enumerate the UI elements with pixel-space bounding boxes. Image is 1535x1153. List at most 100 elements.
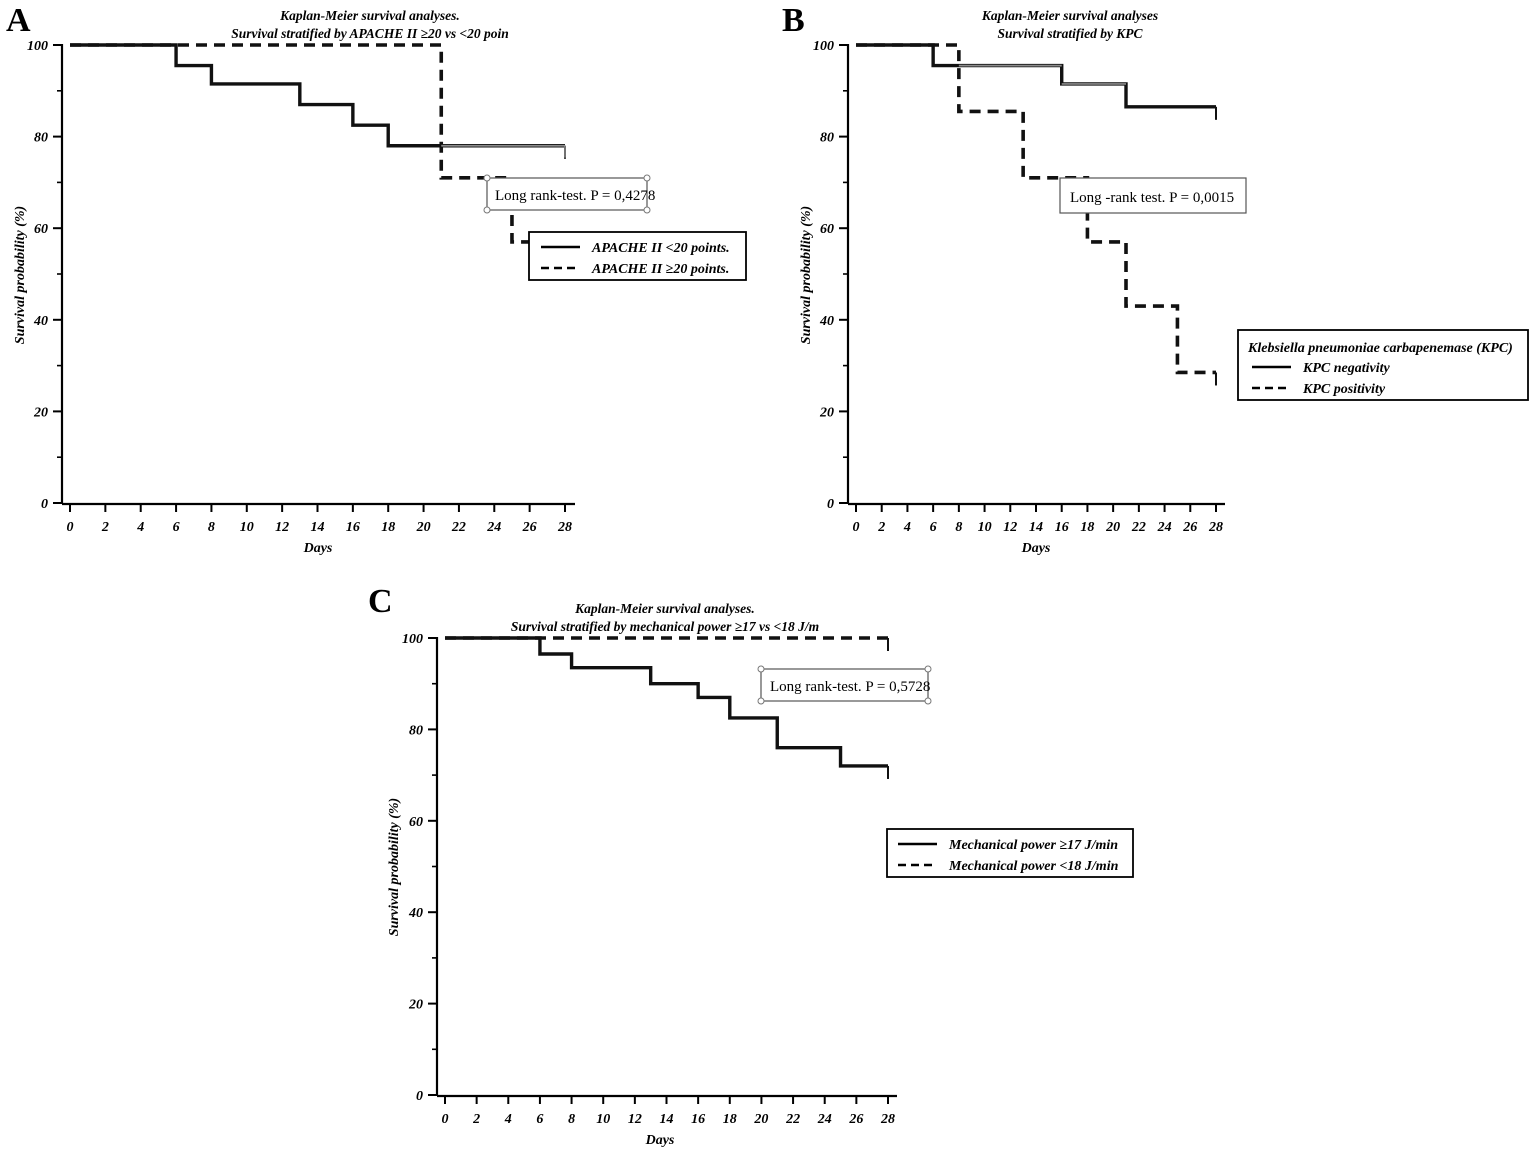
y-tick-label: 60 (34, 222, 48, 237)
legend-b-item-1-label: KPC positivity (1302, 382, 1386, 397)
y-axis-label-b: Survival probability (%) (799, 206, 814, 344)
y-tick-label: 40 (819, 314, 834, 329)
x-tick-label: 2 (877, 520, 885, 535)
x-tick-label: 12 (1003, 520, 1017, 535)
chart-a: Kaplan-Meier survival analyses. Survival… (13, 8, 747, 556)
x-tick-label: 28 (1208, 520, 1223, 535)
y-tick-label: 40 (33, 314, 48, 329)
x-tick-label: 18 (381, 520, 395, 535)
x-tick-label: 28 (557, 520, 572, 535)
panel-letter-c: C (368, 583, 393, 620)
curves-a (70, 43, 566, 255)
x-tick-label: 10 (978, 520, 992, 535)
y-tick-label: 100 (813, 39, 834, 54)
annotation-text-a: Long rank-test. P = 0,4278 (495, 188, 655, 204)
panel-letter-b: B (782, 2, 805, 39)
y-tick-label: 20 (819, 405, 834, 420)
x-tick-label: 0 (67, 520, 74, 535)
x-tick-label: 26 (522, 520, 537, 535)
x-tick-label: 16 (691, 1112, 705, 1127)
x-tick-label: 4 (504, 1112, 512, 1127)
axes-c (435, 637, 897, 1098)
legend-b-title: Klebsiella pneumoniae carbapenemase (KPC… (1247, 341, 1513, 356)
x-tick-label: 18 (723, 1112, 737, 1127)
x-tick-label: 22 (785, 1112, 800, 1127)
legend-c-item-1-label: Mechanical power <18 J/min (948, 859, 1119, 874)
panel-a: A Kaplan-Meier survival analyses. Surviv… (0, 0, 770, 565)
chart-a-title-line1: Kaplan-Meier survival analyses. (279, 8, 460, 23)
x-tick-label: 20 (1105, 520, 1120, 535)
x-tick-label: 10 (596, 1112, 610, 1127)
x-tick-label: 4 (136, 520, 144, 535)
x-tick-label: 18 (1080, 520, 1094, 535)
annotation-b: Long -rank test. P = 0,0015 (1059, 177, 1247, 214)
y-tick-label: 100 (27, 39, 48, 54)
y-tick-label: 0 (416, 1089, 423, 1104)
legend-c: Mechanical power ≥17 J/min Mechanical po… (886, 828, 1134, 878)
legend-c-item-0-label: Mechanical power ≥17 J/min (948, 838, 1118, 853)
x-tick-label: 26 (848, 1112, 863, 1127)
x-axis-label-a: Days (303, 541, 333, 556)
curve-c-series-0 (445, 636, 888, 768)
curve-a-series-0 (70, 43, 565, 148)
annotation-text-c: Long rank-test. P = 0,5728 (770, 679, 930, 695)
x-tick-label: 8 (955, 520, 962, 535)
y-tick-label: 0 (41, 497, 48, 512)
x-tick-label: 12 (275, 520, 289, 535)
x-tick-label: 6 (173, 520, 180, 535)
legend-b: Klebsiella pneumoniae carbapenemase (KPC… (1237, 329, 1529, 401)
x-tick-label: 24 (1157, 520, 1172, 535)
x-tick-label: 16 (346, 520, 360, 535)
x-tick-label: 20 (753, 1112, 768, 1127)
curves-b (856, 43, 1217, 386)
legend-b-item-0-label: KPC negativity (1302, 361, 1391, 376)
x-tick-label: 4 (903, 520, 911, 535)
annotation-box-c: Long rank-test. P = 0,5728 (757, 665, 932, 705)
y-tick-label: 20 (33, 405, 48, 420)
x-axis-label-b: Days (1021, 541, 1051, 556)
y-tick-label: 80 (409, 723, 423, 738)
x-tick-label: 20 (416, 520, 431, 535)
y-tick-label: 60 (409, 815, 423, 830)
panel-b: B Kaplan-Meier survival analyses Surviva… (770, 0, 1535, 565)
annotation-text-b: Long -rank test. P = 0,0015 (1070, 190, 1234, 206)
x-tick-label: 12 (628, 1112, 642, 1127)
y-tick-label: 80 (820, 131, 834, 146)
y-tick-label: 40 (408, 906, 423, 921)
panel-c: C Kaplan-Meier survival analyses. Surviv… (340, 565, 1200, 1153)
x-tick-label: 8 (208, 520, 215, 535)
x-tick-label: 22 (1131, 520, 1146, 535)
x-tick-label: 2 (101, 520, 109, 535)
x-tick-label: 10 (240, 520, 254, 535)
x-tick-label: 22 (451, 520, 466, 535)
x-tick-label: 28 (880, 1112, 895, 1127)
x-tick-label: 26 (1182, 520, 1197, 535)
y-tick-label: 60 (820, 222, 834, 237)
chart-b-title-line2: Survival stratified by KPC (997, 26, 1143, 41)
x-tick-label: 14 (311, 520, 325, 535)
x-tick-label: 6 (930, 520, 937, 535)
annotation-box-a: Long rank-test. P = 0,4278 (483, 174, 655, 214)
chart-c-title-line2: Survival stratified by mechanical power … (511, 619, 819, 634)
legend-a-item-0-label: APACHE II <20 points. (591, 241, 730, 256)
x-tick-label: 2 (472, 1112, 480, 1127)
axes-a (60, 44, 575, 506)
legend-a: APACHE II <20 points. APACHE II ≥20 poin… (528, 231, 747, 281)
y-tick-label: 100 (402, 632, 423, 647)
chart-a-title-line2: Survival stratified by APACHE II ≥20 vs … (231, 26, 509, 41)
x-tick-label: 0 (853, 520, 860, 535)
x-tick-label: 24 (486, 520, 501, 535)
x-tick-label: 16 (1055, 520, 1069, 535)
chart-c: Kaplan-Meier survival analyses. Survival… (387, 601, 1134, 1148)
x-tick-label: 0 (442, 1112, 449, 1127)
y-axis-label-a: Survival probability (%) (13, 206, 28, 344)
curve-a-series-1 (70, 43, 565, 244)
curve-b-series-0 (856, 43, 1216, 109)
legend-a-item-1-label: APACHE II ≥20 points. (591, 262, 729, 277)
y-axis-label-c: Survival probability (%) (387, 798, 402, 936)
